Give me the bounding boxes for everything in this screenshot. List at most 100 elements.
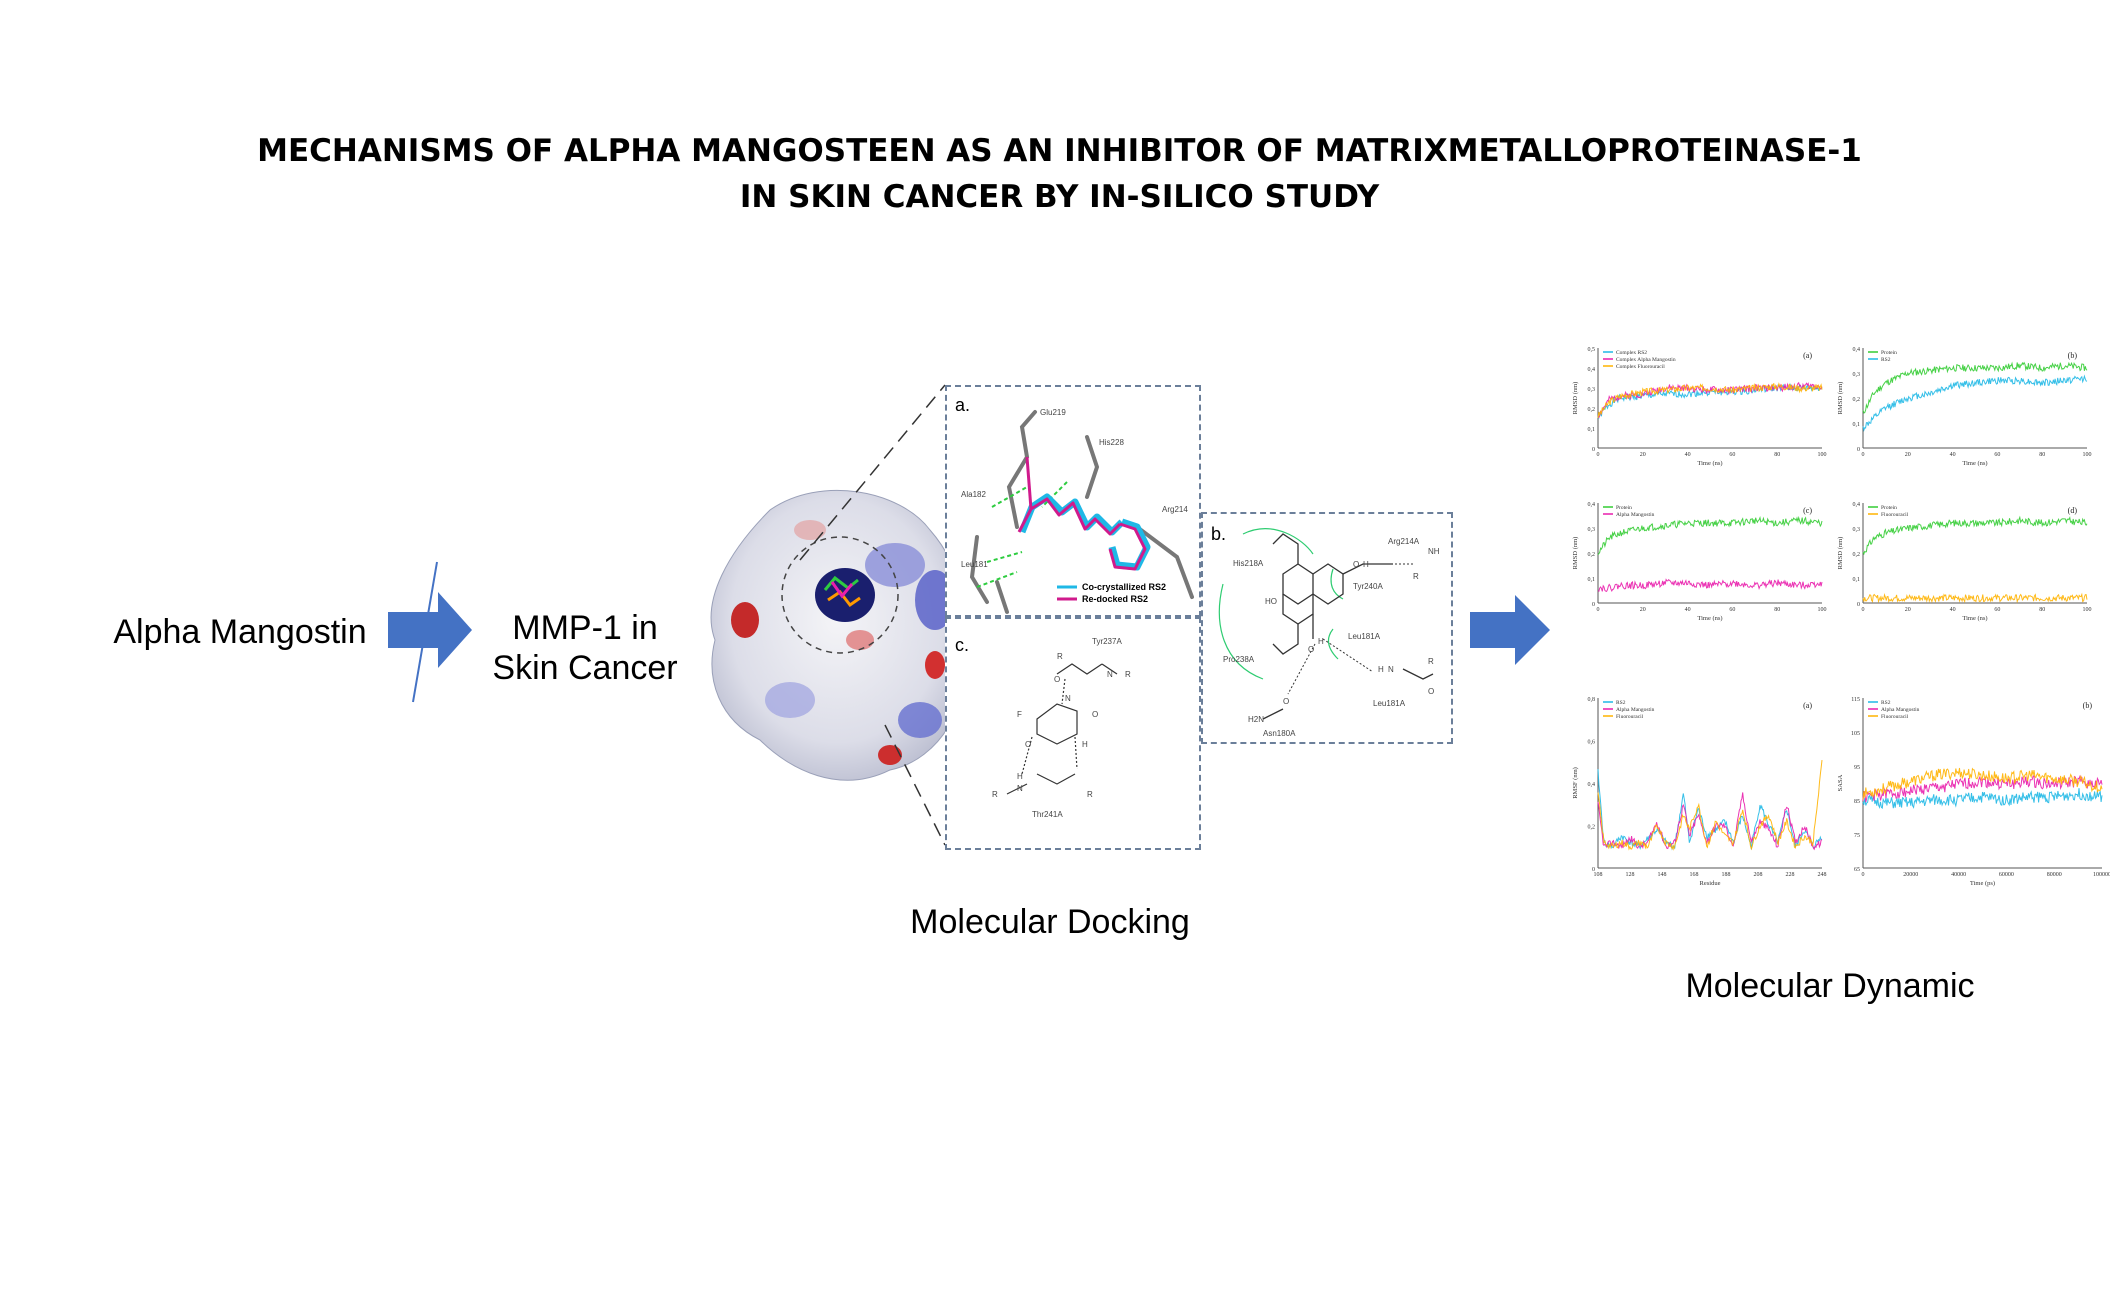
atom-b-o3: O	[1283, 697, 1289, 706]
chart-4-ytick: 0,2	[1588, 825, 1596, 831]
chart-2-xtick: 40	[1685, 607, 1691, 613]
chart-1-ytick: 0,3	[1853, 372, 1861, 378]
chart-1-series-1-line	[1862, 374, 2088, 432]
chart-5-ytick: 95	[1854, 765, 1860, 771]
chart-0-ytick: 0,3	[1588, 387, 1596, 393]
chart-0-ytick: 0,4	[1588, 367, 1596, 373]
chart-0-legend-label-1: Complex Alpha Mangostin	[1616, 357, 1676, 363]
flow-arrow-1	[388, 561, 472, 703]
chart-5-xtick: 20000	[1903, 872, 1918, 878]
atom-b-r1: R	[1413, 572, 1419, 581]
chart-3-legend-label-1: Fluorouracil	[1881, 512, 1909, 518]
chart-0-xtick: 20	[1640, 452, 1646, 458]
atom-c-r3: R	[992, 790, 998, 799]
atom-c-f: F	[1017, 710, 1022, 719]
panel-b-structure: Arg214A His218A Tyr240A Leu181A Pro238A …	[1218, 528, 1440, 738]
chart-0-legend-label-0: Complex RS2	[1616, 350, 1647, 356]
chart-2-ylabel: RMSD (nm)	[1572, 537, 1579, 570]
atom-c-n3: N	[1017, 784, 1023, 793]
chart-5-ytick: 115	[1851, 697, 1860, 703]
atom-c-r2: R	[1125, 670, 1131, 679]
residue-thr241a: Thr241A	[1032, 810, 1063, 819]
chart-0-xtick: 0	[1597, 452, 1600, 458]
residue-pro238a: Pro238A	[1223, 655, 1255, 664]
panel-a-structure: Glu219 His228 Ala182 Arg214 Leu181 Co-cr…	[961, 408, 1194, 614]
chart-0-xtick: 100	[1818, 452, 1827, 458]
page-title: MECHANISMS OF ALPHA MANGOSTEEN AS AN INH…	[0, 128, 2119, 220]
chart-3-series-0-line	[1862, 515, 2088, 556]
atom-c-o1: O	[1054, 675, 1060, 684]
atom-c-o2: O	[1092, 710, 1098, 719]
atom-b-o4: O	[1428, 687, 1434, 696]
chart-2-ytick: 0	[1592, 602, 1595, 608]
chart-3-ytick: 0,2	[1853, 552, 1861, 558]
residue-leu181a-1: Leu181A	[1348, 632, 1381, 641]
chart-1-xlabel: Time (ns)	[1962, 460, 1987, 467]
residue-his228: His228	[1099, 438, 1124, 447]
residue-arg214: Arg214	[1162, 505, 1188, 514]
atom-c-o3: O	[1025, 740, 1031, 749]
chart-1-xtick: 20	[1905, 452, 1911, 458]
arrow-shape	[388, 592, 472, 668]
chart-5-ylabel: SASA	[1837, 774, 1844, 791]
atom-c-h2: H	[1017, 772, 1023, 781]
chart-1-xtick: 0	[1862, 452, 1865, 458]
residue-tyr237a: Tyr237A	[1092, 637, 1122, 646]
atom-b-nh: NH	[1428, 547, 1440, 556]
chart-5-series-0-line	[1862, 788, 2103, 809]
chart-2-series-0-line	[1597, 515, 1823, 556]
residue-ala182: Ala182	[961, 490, 986, 499]
panel-c-label: c.	[955, 635, 970, 655]
chart-2-ytick: 0,4	[1588, 502, 1596, 508]
chart-0-xtick: 60	[1729, 452, 1735, 458]
chart-3-xtick: 60	[1994, 607, 2000, 613]
chart-3-ytick: 0,4	[1853, 502, 1861, 508]
chart-4-legend-label-2: Fluorouracil	[1616, 714, 1644, 720]
chart-5-legend-label-0: RS2	[1881, 700, 1891, 706]
title-line-1: MECHANISMS OF ALPHA MANGOSTEEN AS AN INH…	[257, 133, 1862, 169]
atom-c-h1: H	[1082, 740, 1088, 749]
chart-1-ylabel: RMSD (nm)	[1837, 382, 1844, 415]
chart-4-xtick: 248	[1818, 872, 1827, 878]
chart-4-legend-label-0: RS2	[1616, 700, 1626, 706]
chart-1-xtick: 40	[1950, 452, 1956, 458]
docking-panel-c: c. R O N R Tyr237A F O N H O N H R R Thr…	[945, 617, 1201, 850]
legend-cocrystallized: Co-crystallized RS2	[1082, 582, 1166, 592]
chart-1-xtick: 60	[1994, 452, 2000, 458]
title-line-2: IN SKIN CANCER BY IN-SILICO STUDY	[739, 179, 1380, 215]
atom-b-n: N	[1388, 665, 1394, 674]
chart-2-legend-label-0: Protein	[1616, 505, 1632, 511]
residue-tyr240a: Tyr240A	[1353, 582, 1383, 591]
chart-4-series-1-line	[1597, 792, 1823, 851]
chart-1-xtick: 100	[2083, 452, 2092, 458]
chart-1-series-0-line	[1862, 361, 2088, 414]
atom-b-o1: O	[1353, 560, 1359, 569]
panel-a-label: a.	[955, 395, 971, 415]
chart-5-xtick: 100000	[2093, 872, 2110, 878]
chart-4-xtick: 108	[1594, 872, 1603, 878]
chart-0-ytick: 0,1	[1588, 427, 1596, 433]
atom-c-r1: R	[1057, 652, 1063, 661]
chart-0-xlabel: Time (ns)	[1697, 460, 1722, 467]
chart-4-xlabel: Residue	[1700, 880, 1721, 887]
chart-0-legend-label-2: Complex Fluorouracil	[1616, 364, 1665, 370]
chart-0-xtick: 80	[1774, 452, 1780, 458]
target-label-line-2: Skin Cancer	[492, 649, 678, 687]
chart-4-xtick: 228	[1786, 872, 1795, 878]
chart-4-ytick: 0	[1592, 867, 1595, 873]
chart-1-panel-label: (b)	[2068, 351, 2078, 360]
chart-5-series-2-line	[1862, 767, 2103, 800]
chart-3-xtick: 100	[2083, 607, 2092, 613]
chart-5-ytick: 85	[1854, 799, 1860, 805]
chart-3-xtick: 20	[1905, 607, 1911, 613]
chart-1-ytick: 0,4	[1853, 347, 1861, 353]
chart-5-xtick: 40000	[1951, 872, 1966, 878]
atom-c-r4: R	[1087, 790, 1093, 799]
chart-5-xtick: 80000	[2047, 872, 2062, 878]
chart-5-ytick: 75	[1854, 833, 1860, 839]
chart-5-xlabel: Time (ps)	[1970, 880, 1995, 887]
chart-0-ytick: 0,5	[1588, 347, 1596, 353]
residue-leu181a-2: Leu181A	[1373, 699, 1406, 708]
